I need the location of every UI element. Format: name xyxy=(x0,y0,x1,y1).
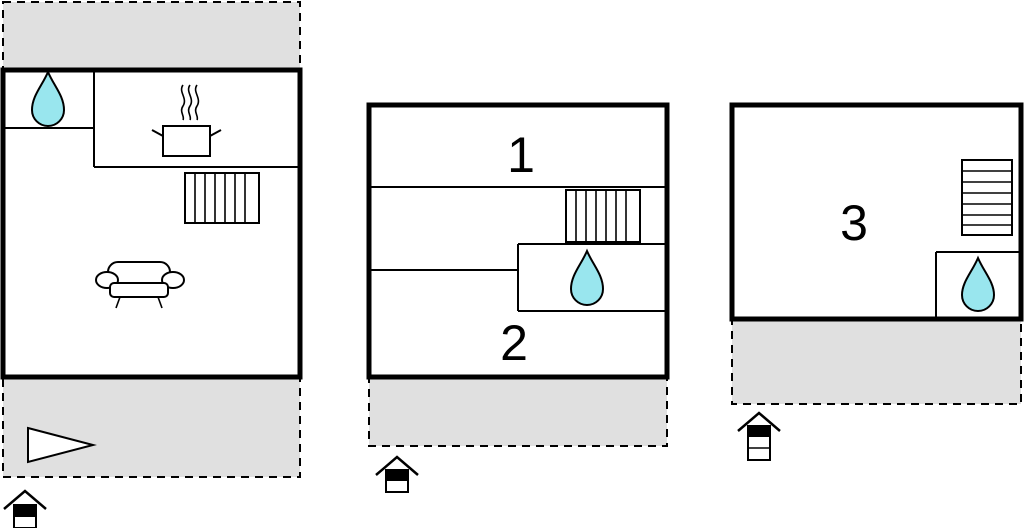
floor-plan-left xyxy=(0,1,303,528)
room-label-2: 2 xyxy=(500,315,528,371)
stairs-icon xyxy=(184,172,260,224)
stairs-icon xyxy=(565,189,641,243)
stairs-icon xyxy=(961,159,1013,236)
water-drop-icon xyxy=(569,248,605,306)
water-drop-icon xyxy=(960,255,996,312)
outdoor-area-bottom xyxy=(368,376,668,447)
floor-plan-right: 3 xyxy=(729,102,1024,461)
terrace-area xyxy=(2,376,301,478)
entrance-arrow-icon xyxy=(375,455,419,493)
floor-plan-middle: 1 2 xyxy=(366,102,670,493)
terrace-arrow-icon xyxy=(27,426,97,464)
cooking-pot-icon xyxy=(151,84,222,157)
entrance-arrow-icon xyxy=(737,411,781,461)
sofa-icon xyxy=(95,261,185,309)
entrance-arrow-icon xyxy=(3,489,47,528)
outdoor-area-top xyxy=(2,1,301,71)
outdoor-area-bottom xyxy=(731,318,1022,405)
room-label-3: 3 xyxy=(840,195,868,251)
water-drop-icon xyxy=(30,69,66,127)
room-label-1: 1 xyxy=(507,127,535,183)
